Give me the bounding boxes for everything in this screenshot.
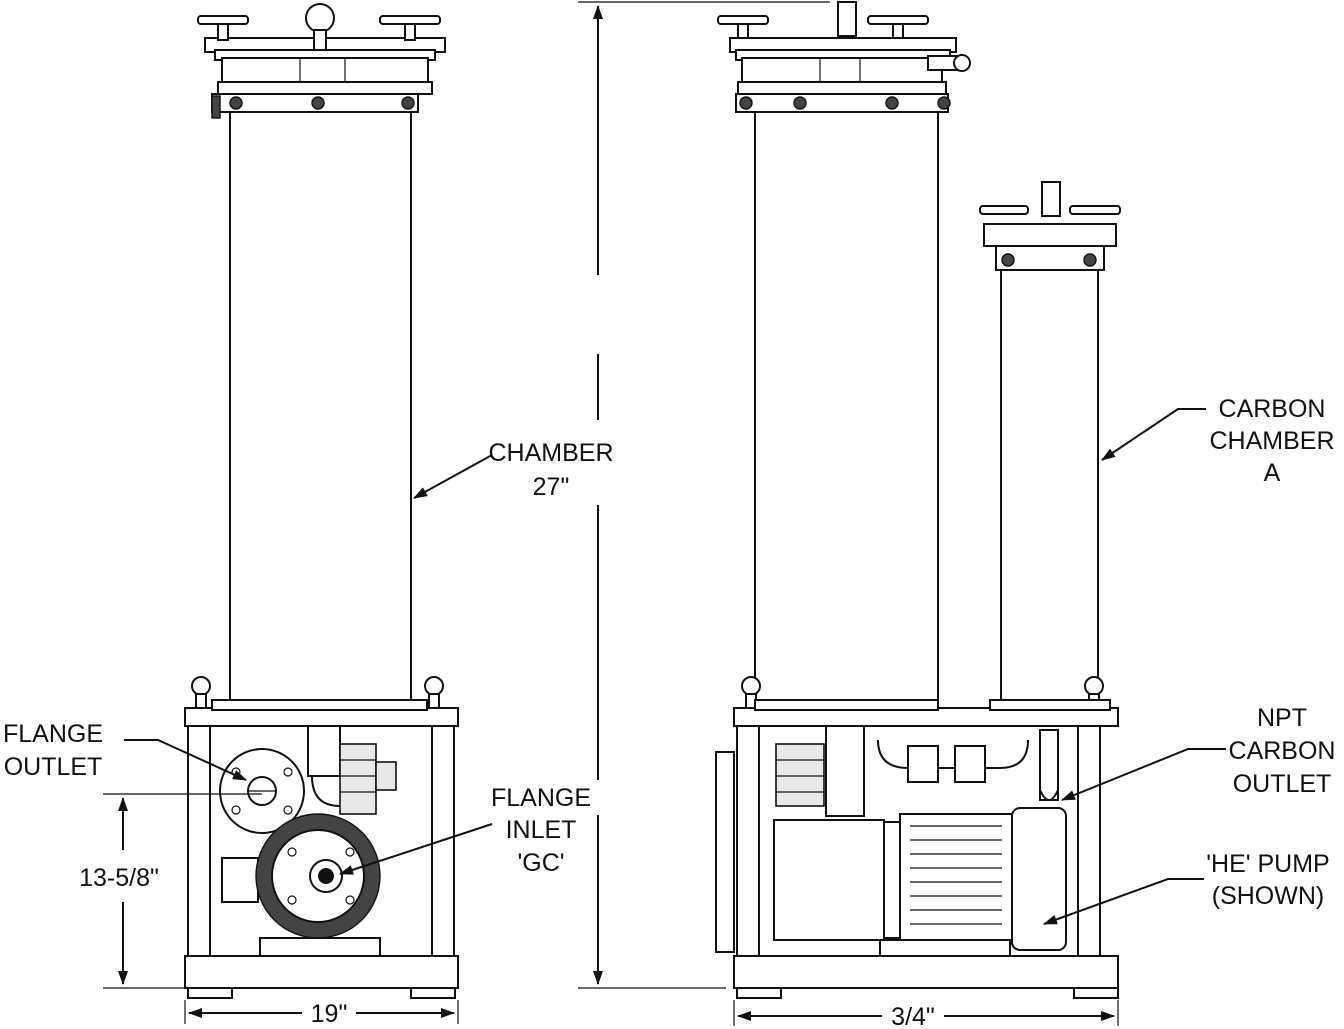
flange-inlet-line3: 'GC' [517,849,564,877]
right-internal-piping [775,725,1059,817]
npt-outlet-line1: NPT [1257,704,1307,732]
carbon-chamber-tube [1000,269,1099,701]
he-pump-line2: (SHOWN) [1212,882,1324,910]
carbon-chamber-callout: CARBON CHAMBER A [1101,395,1335,487]
left-width-dimension: 19" [184,1000,459,1028]
left-height-dimension: 13-5/8" [79,793,262,989]
left-eyebolt-b [424,676,444,696]
chamber-callout: CHAMBER 27" [413,439,614,501]
carbon-chamber-line1: CARBON [1219,395,1326,423]
right-side-flange [715,751,735,953]
flange-inlet-line1: FLANGE [491,784,591,812]
flange-outlet-line2: OUTLET [4,753,103,781]
height-dimension-label: 13-5/8" [79,864,159,892]
width-dimension-left-label: 19" [311,1000,348,1028]
carbon-chamber-line3: A [1264,459,1281,487]
right-main-chamber [754,111,939,701]
chamber-label-line1: CHAMBER [488,439,613,467]
right-eyebolt-a [741,676,761,696]
flange-outlet-line1: FLANGE [3,720,103,748]
left-outlet-flange [219,748,305,834]
flange-inlet-callout: FLANGE INLET 'GC' [339,784,591,877]
right-eyebolt-b [1084,676,1104,696]
npt-carbon-outlet-callout: NPT CARBON OUTLET [1061,704,1336,801]
npt-outlet-line2: CARBON [1229,737,1336,765]
left-internal-piping [307,725,397,815]
carbon-chamber-lid [979,181,1121,271]
overall-height-dimension [578,1,830,989]
left-filter-unit [184,3,459,999]
width-dimension-right-label: 3/4" [891,1003,935,1029]
chamber-label-line2: 27" [533,473,570,501]
right-filter-unit [715,1,1121,999]
left-eyebolt-a [191,676,211,696]
right-frame-post-b [1077,725,1101,957]
left-lid-assembly [197,3,446,119]
right-base [733,955,1119,989]
flange-outlet-callout: FLANGE OUTLET [3,720,247,781]
right-frame-post-a [736,725,760,957]
right-width-dimension: 3/4" [733,1000,1119,1029]
right-lid-assembly [717,1,971,113]
left-pump [221,813,381,957]
left-base [184,955,459,989]
left-main-chamber [229,111,412,701]
he-pump-line1: 'HE' PUMP [1206,850,1329,878]
flange-inlet-line2: INLET [506,816,577,844]
he-pump-callout: 'HE' PUMP (SHOWN) [1043,850,1330,925]
left-frame-post-a [187,725,211,957]
he-pump-motor [773,807,1067,957]
npt-outlet-line3: OUTLET [1233,770,1332,798]
carbon-chamber-line2: CHAMBER [1209,427,1334,455]
